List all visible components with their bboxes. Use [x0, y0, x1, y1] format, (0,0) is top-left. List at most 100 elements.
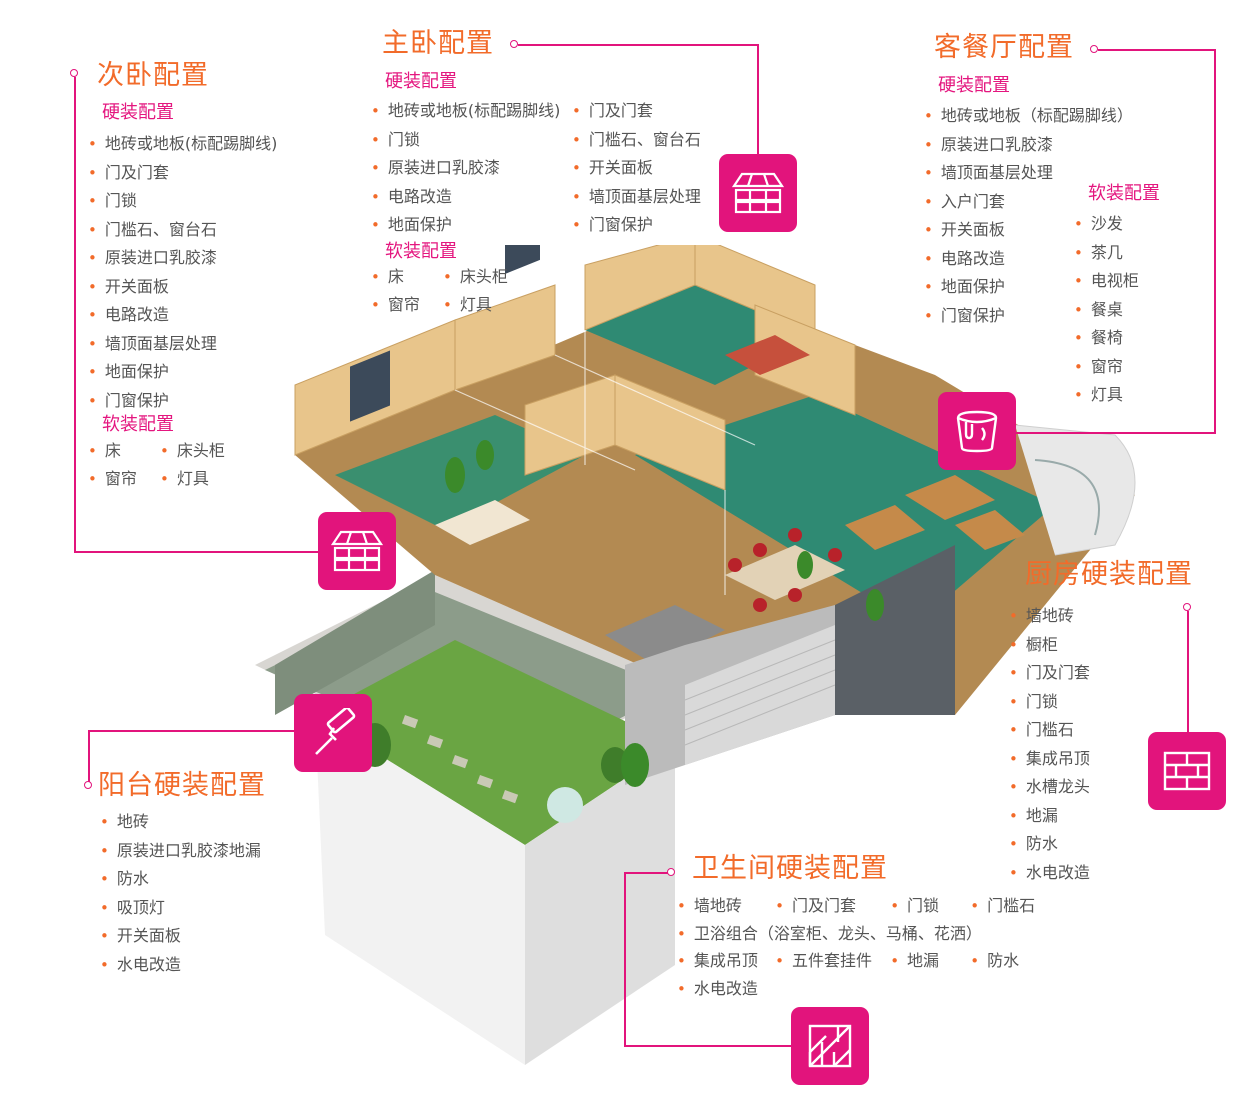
- list-item: 门槛石: [1009, 716, 1090, 745]
- living-dining-soft-list: 沙发 茶几 电视柜 餐桌 餐椅 窗帘 灯具: [1074, 210, 1139, 410]
- bathroom-title: 卫生间硬装配置: [692, 853, 888, 884]
- list-item: 窗帘: [1074, 353, 1139, 382]
- list-item: 地面保护: [88, 358, 277, 387]
- balcony-list: 地砖 原装进口乳胶漆地漏 防水 吸顶灯 开关面板 水电改造: [100, 808, 261, 979]
- list-item: 地砖或地板(标配踢脚线): [88, 130, 278, 159]
- list-item: 开关面板: [924, 216, 1133, 245]
- master-bedroom-soft-list: 床 床头柜 窗帘 灯具: [371, 263, 533, 319]
- connector-line: [1187, 611, 1189, 732]
- kitchen-title: 厨房硬装配置: [1025, 559, 1193, 590]
- list-item: 吸顶灯: [100, 894, 261, 923]
- connector-line: [518, 44, 758, 46]
- master-bedroom-hard-list-right: 门及门套 门槛石、窗台石 开关面板 墙顶面基层处理 门窗保护: [572, 97, 701, 240]
- connector-line: [88, 730, 294, 732]
- secondary-bedroom-soft-label: 软装配置: [102, 414, 174, 435]
- bathroom-row-2: 卫浴组合（浴室柜、龙头、马桶、花洒）: [677, 920, 982, 948]
- list-item: 门窗保护: [572, 211, 701, 240]
- list-item: 五件套挂件: [775, 947, 885, 975]
- list-item: 门及门套: [572, 97, 701, 126]
- secondary-bedroom-hard-label: 硬装配置: [102, 102, 174, 123]
- callout-dot: [84, 781, 92, 789]
- tile-stack-icon: [318, 512, 396, 590]
- connector-line: [74, 77, 76, 551]
- list-item: 防水: [1009, 830, 1090, 859]
- callout-dot: [70, 69, 78, 77]
- list-item: 床头柜: [443, 263, 533, 291]
- list-item: 水电改造: [677, 979, 758, 998]
- connector-line: [624, 1045, 792, 1047]
- secondary-bedroom-soft-list: 床 床头柜 窗帘 灯具: [88, 437, 250, 493]
- list-item: 电路改造: [924, 245, 1133, 274]
- list-item: 床: [371, 263, 443, 291]
- tile-stack-icon: [719, 154, 797, 232]
- list-item: 地砖或地板(标配踢脚线): [371, 97, 561, 126]
- brick-wall-icon: [1148, 732, 1226, 810]
- list-item: 墙地砖: [677, 892, 770, 920]
- list-item: 防水: [100, 865, 261, 894]
- master-bedroom-hard-label: 硬装配置: [385, 71, 457, 92]
- bathroom-row-4: 水电改造: [677, 975, 758, 1003]
- list-item: 门槛石、窗台石: [88, 216, 277, 245]
- list-item: 墙地砖: [1009, 602, 1090, 631]
- living-dining-soft-label: 软装配置: [1088, 183, 1160, 204]
- list-item: 灯具: [443, 291, 533, 319]
- paint-roller-icon: [294, 694, 372, 772]
- kitchen-list: 墙地砖 橱柜 门及门套 门锁 门槛石 集成吊顶 水槽龙头 地漏 防水 水电改造: [1009, 602, 1090, 887]
- secondary-bedroom-title: 次卧配置: [97, 60, 209, 91]
- list-item: 墙顶面基层处理: [924, 159, 1133, 188]
- list-item: 集成吊顶: [1009, 745, 1090, 774]
- list-item: 电路改造: [371, 183, 560, 212]
- list-item: 电视柜: [1074, 267, 1139, 296]
- list-item: 原装进口乳胶漆: [371, 154, 560, 183]
- list-item: 灯具: [1074, 381, 1139, 410]
- connector-line: [1016, 432, 1216, 434]
- list-item: 门及门套: [775, 892, 885, 920]
- list-item: 墙顶面基层处理: [88, 330, 277, 359]
- connector-line: [74, 551, 320, 553]
- list-item: 地漏: [1009, 802, 1090, 831]
- list-item: 开关面板: [88, 273, 277, 302]
- list-item: 开关面板: [572, 154, 701, 183]
- list-item: 门锁: [890, 892, 965, 920]
- list-item: 门及门套: [88, 159, 277, 188]
- list-item: 集成吊顶: [677, 947, 770, 975]
- list-item: 门锁: [88, 187, 277, 216]
- list-item: 沙发: [1074, 210, 1139, 239]
- list-item: 水槽龙头: [1009, 773, 1090, 802]
- connector-line: [757, 44, 759, 154]
- list-item: 入户门套: [924, 188, 1133, 217]
- list-item: 墙顶面基层处理: [572, 183, 701, 212]
- connector-line: [624, 872, 626, 1046]
- diagonal-tile-icon: [791, 1007, 869, 1085]
- living-dining-title: 客餐厅配置: [934, 32, 1074, 63]
- balcony-title: 阳台硬装配置: [98, 770, 266, 801]
- living-dining-hard-list: 地砖或地板（标配踢脚线） 原装进口乳胶漆 墙顶面基层处理 入户门套 开关面板 电…: [924, 102, 1133, 330]
- list-item: 原装进口乳胶漆: [88, 244, 277, 273]
- list-item: 床头柜: [160, 437, 250, 465]
- list-item: 门锁: [1009, 688, 1090, 717]
- master-bedroom-hard-list-left: 地砖或地板(标配踢脚线) 门锁 原装进口乳胶漆 电路改造 地面保护: [371, 97, 561, 240]
- list-item: 窗帘: [371, 291, 443, 319]
- master-bedroom-title: 主卧配置: [382, 28, 494, 59]
- callout-dot: [667, 868, 675, 876]
- list-item: 防水: [970, 947, 1019, 975]
- callout-dot: [1090, 45, 1098, 53]
- connector-line: [1098, 49, 1215, 51]
- list-item: 茶几: [1074, 239, 1139, 268]
- secondary-bedroom-hard-list: 地砖或地板(标配踢脚线) 门及门套 门锁 门槛石、窗台石 原装进口乳胶漆 开关面…: [88, 130, 278, 416]
- connector-line: [88, 730, 90, 783]
- list-item: 窗帘: [88, 465, 160, 493]
- list-item: 门及门套: [1009, 659, 1090, 688]
- list-item: 地砖: [100, 808, 261, 837]
- callout-dot: [1183, 603, 1191, 611]
- list-item: 电路改造: [88, 301, 277, 330]
- list-item: 门锁: [371, 126, 560, 155]
- list-item: 开关面板: [100, 922, 261, 951]
- list-item: 门窗保护: [88, 387, 277, 416]
- list-item: 门窗保护: [924, 302, 1133, 331]
- list-item: 餐桌: [1074, 296, 1139, 325]
- list-item: 门槛石: [970, 892, 1035, 920]
- paint-bucket-icon: [938, 392, 1016, 470]
- list-item: 地砖或地板（标配踢脚线）: [924, 102, 1133, 131]
- living-dining-hard-label: 硬装配置: [938, 75, 1010, 96]
